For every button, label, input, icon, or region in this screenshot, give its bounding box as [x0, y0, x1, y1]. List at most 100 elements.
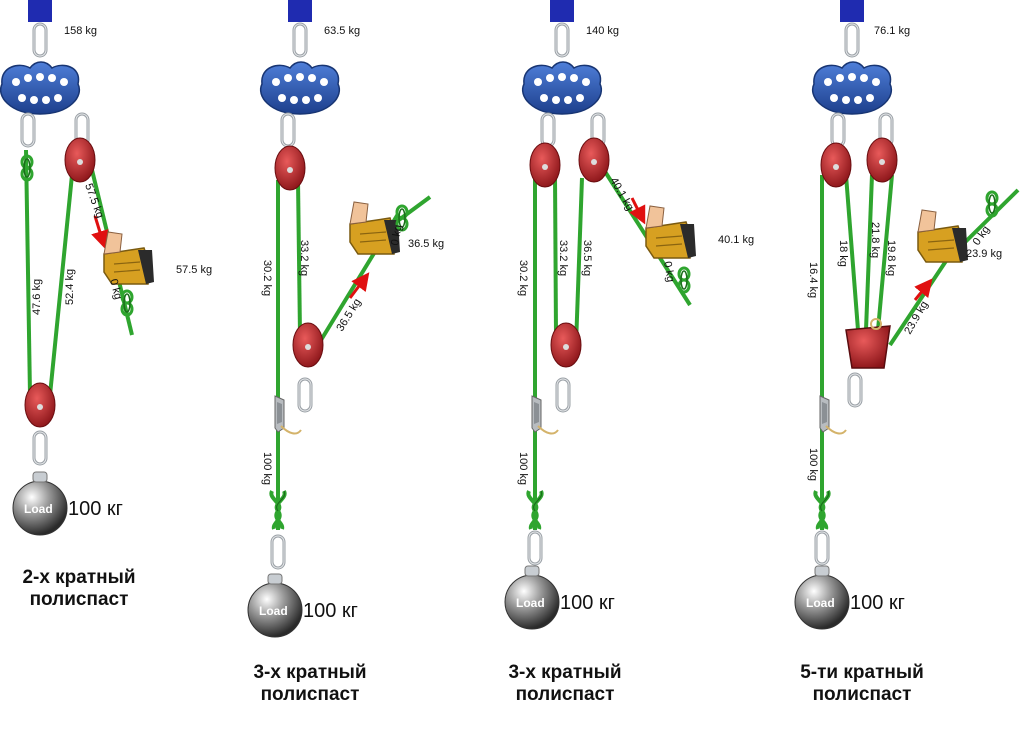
load-text: Load: [516, 596, 545, 610]
rope-tension-label: 100 kg: [261, 452, 273, 485]
tail-tension-label: 0 kg: [971, 224, 993, 248]
tail-tension-label: 0 kg: [661, 260, 676, 283]
rope-segment: [553, 174, 558, 336]
carabiner: [527, 530, 543, 566]
pulley: [292, 322, 324, 368]
tail-tension-label: 0 kg: [389, 224, 404, 247]
rope-grab: [531, 395, 559, 435]
pulley-eye: [870, 318, 882, 330]
rigging-plate: [259, 61, 341, 115]
rope-grab: [819, 395, 847, 435]
caption-line-1: 3-х кратный: [253, 662, 366, 683]
rigging-plate: [811, 61, 893, 115]
load-mass-label: 100 кг: [850, 592, 905, 614]
load-mass-label: 100 кг: [68, 498, 123, 520]
rope-tension-label: 52.4 kg: [64, 269, 76, 305]
rope-grab: [274, 395, 302, 435]
rope-tension-label: 36.5 kg: [334, 297, 363, 334]
rope-knot: [20, 154, 34, 182]
anchor-block: [550, 0, 574, 22]
load-mass-label: 100 кг: [303, 600, 358, 622]
anchor-block: [840, 0, 864, 22]
rope-tension-label: 57.5 kg: [82, 182, 106, 220]
pulley: [24, 382, 56, 428]
rope-tension-label: 21.8 kg: [869, 222, 881, 258]
rope-tension-label: 30.2 kg: [517, 260, 529, 296]
rope-segment: [888, 253, 952, 347]
rope-segment: [48, 174, 74, 396]
caption-line-1: 3-х кратный: [508, 662, 621, 683]
rope-tension-label: 100 kg: [807, 448, 819, 481]
anchor-load-label: 140 kg: [586, 25, 619, 37]
rope-tension-label: 16.4 kg: [807, 262, 819, 298]
system-5x: 76.1 kg 16.4 kg 18 kg 21.8 kg 19.8 kg 23…: [794, 0, 1020, 705]
rigging-plate: [0, 61, 81, 115]
anchor-block: [28, 0, 52, 22]
carabiner: [297, 377, 313, 413]
rigging-plate: [521, 61, 603, 115]
pull-arrow: [91, 215, 109, 249]
pull-arrow: [913, 278, 933, 301]
hand-icon: [645, 205, 697, 259]
carabiner: [830, 112, 846, 148]
rope-tension-label: 47.6 kg: [31, 279, 43, 315]
hand-icon: [917, 209, 969, 263]
carabiner: [270, 534, 286, 570]
pull-arrow: [348, 272, 370, 299]
anchor-load-label: 158 kg: [64, 25, 97, 37]
rope-tension-label: 19.8 kg: [885, 240, 897, 276]
hand-icon: [103, 231, 155, 285]
pulley: [529, 142, 561, 188]
tail-tension-label: 0 kg: [107, 278, 124, 301]
carabiner: [555, 377, 571, 413]
load-text: Load: [806, 596, 835, 610]
hand-force-label: 36.5 kg: [408, 238, 444, 250]
carabiner: [540, 112, 556, 148]
double-pulley: [845, 325, 891, 369]
load-text: Load: [24, 502, 53, 516]
rope-tension-label: 30.2 kg: [261, 260, 273, 296]
anchor-block: [288, 0, 312, 22]
pulley: [550, 322, 582, 368]
rope-segment: [864, 174, 874, 331]
pulley: [64, 137, 96, 183]
rope-tension-label: 33.2 kg: [557, 240, 569, 276]
anchor-load-label: 63.5 kg: [324, 25, 360, 37]
rope-segment: [876, 174, 894, 331]
hand-force-label: 23.9 kg: [966, 248, 1002, 260]
load-mass-label: 100 кг: [560, 592, 615, 614]
pulley: [866, 137, 898, 183]
system-2x: 158 kg 47.6 kg 52.4 kg 57.5 kg 57.5 kg 0…: [0, 0, 212, 610]
caption-line-2: полиспаст: [261, 684, 360, 705]
caption-line-1: 5-ти кратный: [800, 662, 924, 683]
pulley: [820, 142, 852, 188]
system-3x-b: 140 kg 30.2 kg 33.2 kg 36.5 kg 40.1 kg 1…: [504, 0, 754, 705]
caption-line-1: 2-х кратный: [22, 567, 135, 588]
anchor-carabiner: [844, 22, 860, 58]
rope-tension-label: 33.2 kg: [298, 240, 310, 276]
pulley: [274, 145, 306, 191]
anchor-carabiner: [292, 22, 308, 58]
carabiner: [847, 372, 863, 408]
load-text: Load: [259, 604, 288, 618]
caption-line-2: полиспаст: [30, 589, 129, 610]
pull-arrow: [629, 197, 646, 225]
rope-tension-label: 40.1 kg: [607, 176, 635, 213]
anchor-carabiner: [32, 22, 48, 58]
anchor-load-label: 76.1 kg: [874, 25, 910, 37]
rope-tension-label: 36.5 kg: [581, 240, 593, 276]
pulley: [578, 137, 610, 183]
caption-line-2: полиспаст: [813, 684, 912, 705]
rope-segment: [844, 174, 860, 331]
rope-tension-label: 100 kg: [517, 452, 529, 485]
rope-segment: [296, 179, 302, 336]
caption-line-2: полиспаст: [516, 684, 615, 705]
carabiner: [814, 530, 830, 566]
carabiner: [20, 112, 36, 148]
hand-force-label: 57.5 kg: [176, 264, 212, 276]
carabiner: [32, 430, 48, 466]
rope-knot: [677, 266, 691, 294]
anchor-carabiner: [554, 22, 570, 58]
rope-knot: [985, 190, 999, 218]
carabiner: [280, 112, 296, 148]
